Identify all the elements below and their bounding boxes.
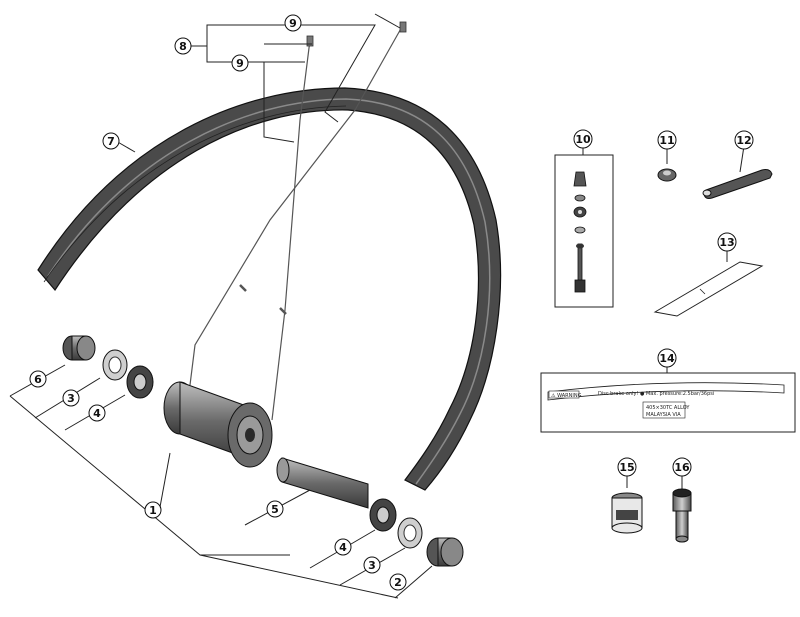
svg-text:10: 10 (575, 133, 591, 146)
right-bearing (369, 498, 397, 532)
svg-text:15: 15 (619, 461, 634, 474)
svg-text:6: 6 (34, 373, 42, 386)
svg-text:3: 3 (67, 392, 75, 405)
svg-text:14: 14 (659, 352, 675, 365)
callout-10: 10 (573, 129, 593, 149)
right-spacer (397, 517, 423, 549)
valve-nut (657, 168, 677, 182)
callout-5: 5 (266, 500, 284, 518)
grease-tub (611, 492, 643, 534)
sticker-warning: ⚠ WARNING (551, 393, 582, 399)
axle (276, 457, 369, 509)
callout-1: 1 (144, 501, 162, 519)
hub-body (163, 381, 273, 468)
callout-8: 8 (174, 37, 192, 55)
callout-7: 7 (102, 132, 120, 150)
callout-12: 12 (734, 130, 754, 150)
svg-text:8: 8 (179, 40, 187, 53)
svg-text:4: 4 (339, 541, 347, 554)
callout-16: 16 (672, 457, 692, 477)
callout-13: 13 (717, 232, 737, 252)
svg-text:5: 5 (271, 503, 279, 516)
svg-text:7: 7 (107, 135, 115, 148)
hub-tool (672, 488, 692, 543)
rim (37, 87, 502, 491)
svg-text:16: 16 (674, 461, 690, 474)
sticker-line3: MALAYSIA VIA (646, 412, 681, 418)
rim-tape (653, 261, 764, 317)
rim-sticker: ⚠ WARNING Disc brake only! ● Max. pressu… (540, 372, 796, 433)
svg-text:1: 1 (149, 504, 157, 517)
callout-14: 14 (657, 348, 677, 368)
sticker-line1: Disc brake only! ● Max. pressure:2.5bar/… (598, 391, 714, 397)
svg-text:11: 11 (659, 134, 674, 147)
svg-text:3: 3 (368, 559, 376, 572)
sticker-line2: 405×30TC ALLOY (646, 405, 690, 411)
callout-3-left: 3 (62, 389, 80, 407)
left-spacer (102, 349, 128, 381)
left-bearing (126, 365, 154, 399)
svg-text:12: 12 (736, 134, 751, 147)
callout-11: 11 (657, 130, 677, 150)
callout-3-right: 3 (363, 556, 381, 574)
callout-9-lower: 9 (231, 54, 249, 72)
callout-4-right: 4 (334, 538, 352, 556)
callout-4-left: 4 (88, 404, 106, 422)
spoke-wrench (702, 169, 773, 199)
svg-text:13: 13 (719, 236, 734, 249)
svg-text:2: 2 (394, 576, 402, 589)
callout-2: 2 (389, 573, 407, 591)
svg-text:4: 4 (93, 407, 101, 420)
valve-kit (554, 154, 614, 308)
callout-15: 15 (617, 457, 637, 477)
left-locknut (62, 335, 96, 361)
callout-6: 6 (29, 370, 47, 388)
right-locknut (426, 537, 464, 567)
callout-9-top: 9 (284, 14, 302, 32)
spokes (189, 21, 407, 421)
svg-text:9: 9 (289, 17, 297, 30)
svg-text:9: 9 (236, 57, 244, 70)
